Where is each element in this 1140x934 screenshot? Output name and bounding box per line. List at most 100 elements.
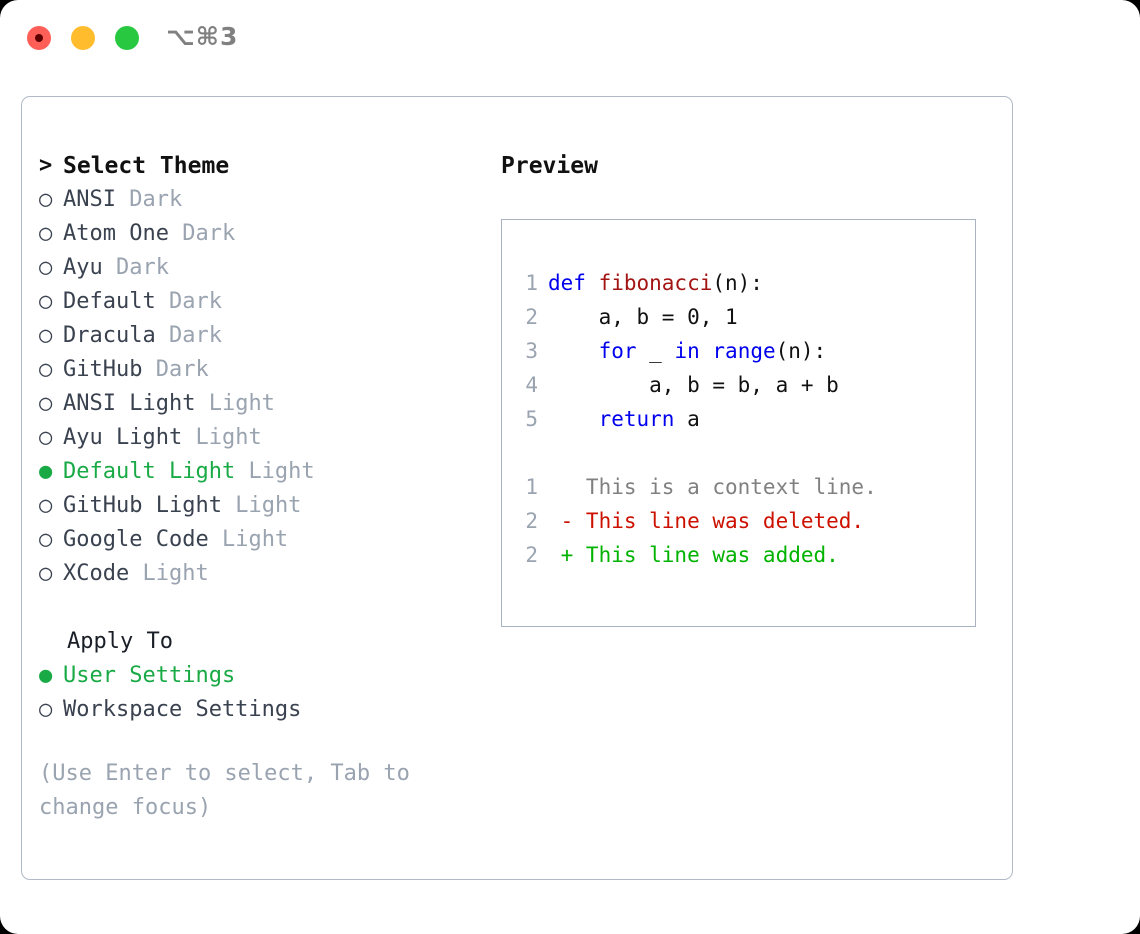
theme-option-github-light[interactable]: ○ GitHub Light Light xyxy=(39,489,479,523)
code-token: a xyxy=(674,407,700,431)
radio-selected-icon[interactable]: ● xyxy=(39,663,53,688)
radio-unselected-icon[interactable]: ○ xyxy=(39,289,53,314)
theme-name: ANSI Light xyxy=(63,391,196,416)
code-line: 3 for _ in range(n): xyxy=(502,334,975,368)
code-content: def fibonacci(n): xyxy=(548,266,763,300)
theme-category-label: Light xyxy=(195,425,262,450)
theme-category xyxy=(116,183,129,217)
theme-option-ansi-light[interactable]: ○ ANSI Light Light xyxy=(39,387,479,421)
select-theme-header: > Select Theme xyxy=(39,149,479,183)
code-token: return xyxy=(598,407,675,431)
code-token: in xyxy=(674,339,700,363)
radio-unselected-icon[interactable]: ○ xyxy=(39,357,53,382)
theme-option-github[interactable]: ○ GitHub Dark xyxy=(39,353,479,387)
theme-option-dracula[interactable]: ○ Dracula Dark xyxy=(39,319,479,353)
minimize-button[interactable] xyxy=(71,26,95,50)
theme-name: GitHub Light xyxy=(63,493,222,518)
radio-unselected-icon[interactable]: ○ xyxy=(39,187,53,212)
radio-unselected-icon[interactable]: ○ xyxy=(39,527,53,552)
code-diff-separator xyxy=(502,436,975,470)
code-token: a, b = 0, 1 xyxy=(548,305,738,329)
theme-option-ansi[interactable]: ○ ANSI Dark xyxy=(39,183,479,217)
theme-list-column: >Select Theme ○ANSI Dark ○Atom One Dark … xyxy=(39,149,479,825)
code-content: a, b = 0, 1 xyxy=(548,300,738,334)
theme-option-xcode[interactable]: ○XCode Light xyxy=(39,557,479,591)
theme-category xyxy=(169,217,182,251)
title-bar: ⌥⌘3 xyxy=(0,0,1140,78)
theme-category xyxy=(209,523,222,557)
theme-category-label: Light xyxy=(142,561,209,586)
diff-line-added: 2 + This line was added. xyxy=(502,538,975,572)
code-line: 1 def fibonacci(n): xyxy=(502,266,975,300)
theme-name: Ayu Light xyxy=(63,425,183,450)
theme-category xyxy=(103,251,116,285)
apply-to-user-settings[interactable]: ●User Settings xyxy=(39,659,479,693)
theme-option-google-code[interactable]: ○Google Code Light xyxy=(39,523,479,557)
theme-option-atom-one[interactable]: ○Atom One Dark xyxy=(39,217,479,251)
close-button[interactable] xyxy=(27,26,51,50)
theme-name: Dracula xyxy=(63,323,156,348)
theme-name: Default Light xyxy=(63,459,236,484)
diff-content: This is a context line. xyxy=(548,475,877,499)
apply-to-heading: Apply To xyxy=(67,629,173,654)
theme-option-ayu[interactable]: ○Ayu Dark xyxy=(39,251,479,285)
radio-unselected-icon[interactable]: ○ xyxy=(39,391,53,416)
code-token: def xyxy=(548,271,599,295)
radio-unselected-icon[interactable]: ○ xyxy=(39,697,53,722)
theme-category xyxy=(182,421,195,455)
code-content: for _ in range(n): xyxy=(548,334,827,368)
page-title: Select Theme xyxy=(63,153,230,179)
code-preview-box: 1 def fibonacci(n): 2 a, b = 0, 1 3 for _… xyxy=(501,219,976,627)
theme-category-label: Dark xyxy=(168,323,222,348)
line-number: 3 xyxy=(525,339,538,363)
line-number: 4 xyxy=(525,373,538,397)
theme-category-label: Light xyxy=(235,493,302,518)
theme-category xyxy=(235,455,248,489)
code-token: a, b = b, a + b xyxy=(548,373,839,397)
theme-option-default[interactable]: ○Default Dark xyxy=(39,285,479,319)
radio-unselected-icon[interactable]: ○ xyxy=(39,493,53,518)
preview-heading: Preview xyxy=(501,153,598,179)
theme-option-ayu-light[interactable]: ○ Ayu Light Light xyxy=(39,421,479,455)
theme-name: GitHub xyxy=(63,357,143,382)
theme-category-label: Light xyxy=(208,391,275,416)
theme-category xyxy=(142,353,155,387)
list-spacer xyxy=(39,591,479,625)
radio-unselected-icon[interactable]: ○ xyxy=(39,221,53,246)
diff-content: + This line was added. xyxy=(548,543,839,567)
diff-line-deleted: 2 - This line was deleted. xyxy=(502,504,975,538)
radio-unselected-icon[interactable]: ○ xyxy=(39,561,53,586)
code-token xyxy=(548,339,599,363)
theme-name: ANSI xyxy=(63,187,116,212)
radio-unselected-icon[interactable]: ○ xyxy=(39,425,53,450)
code-token: for xyxy=(598,339,637,363)
prompt-caret-icon: > xyxy=(39,153,53,178)
code-token: _ xyxy=(636,339,675,363)
theme-selector-panel: >Select Theme ○ANSI Dark ○Atom One Dark … xyxy=(21,96,1013,880)
diff-content: - This line was deleted. xyxy=(548,509,865,533)
line-number: 1 xyxy=(525,475,538,499)
theme-category-label: Dark xyxy=(155,357,209,382)
line-number: 1 xyxy=(525,271,538,295)
theme-option-default-light[interactable]: ● Default Light Light xyxy=(39,455,479,489)
theme-name: Atom One xyxy=(63,221,169,246)
theme-category xyxy=(156,285,169,319)
radio-unselected-icon[interactable]: ○ xyxy=(39,255,53,280)
theme-name: Ayu xyxy=(63,255,103,280)
keyboard-hint-text: (Use Enter to select, Tab to change focu… xyxy=(39,761,424,820)
radio-selected-icon[interactable]: ● xyxy=(39,459,53,484)
line-number: 2 xyxy=(525,305,538,329)
maximize-button[interactable] xyxy=(115,26,139,50)
theme-category-label: Dark xyxy=(129,187,183,212)
code-line: 2 a, b = 0, 1 xyxy=(502,300,975,334)
radio-unselected-icon[interactable]: ○ xyxy=(39,323,53,348)
theme-name: Default xyxy=(63,289,156,314)
theme-category xyxy=(195,387,208,421)
apply-to-workspace-settings[interactable]: ○Workspace Settings xyxy=(39,693,479,727)
code-token xyxy=(700,339,713,363)
line-number: 2 xyxy=(525,543,538,567)
theme-category-label: Light xyxy=(248,459,315,484)
code-token: (n): xyxy=(712,271,763,295)
code-line: 4 a, b = b, a + b xyxy=(502,368,975,402)
